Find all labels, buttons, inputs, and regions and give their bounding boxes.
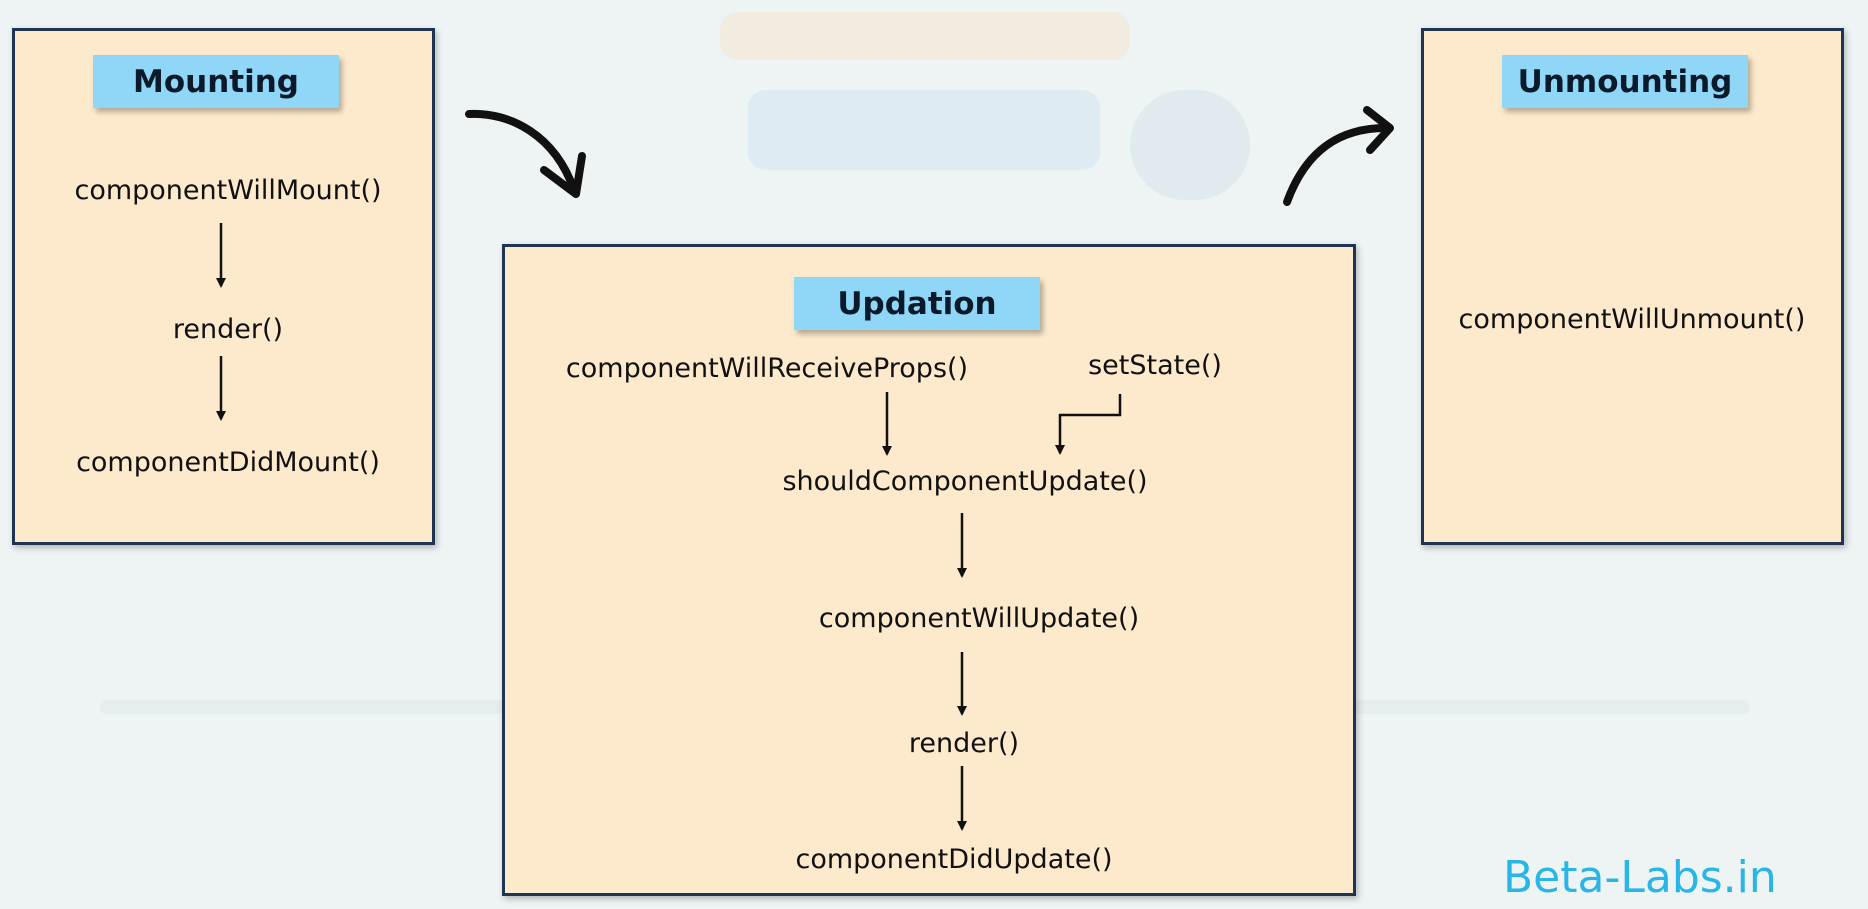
unmounting-title: Unmounting xyxy=(1502,55,1748,108)
mounting-step-render: render() xyxy=(172,314,284,345)
mounting-to-updation-arrow xyxy=(465,109,586,198)
updation-step-render: render() xyxy=(908,728,1020,759)
updation-arrow-state-to-should xyxy=(1055,394,1122,455)
updation-step-did-update: componentDidUpdate() xyxy=(795,844,1113,875)
updation-step-should-update: shouldComponentUpdate() xyxy=(782,466,1148,497)
updation-title: Updation xyxy=(794,277,1040,330)
updation-panel: Updation componentWillReceiveProps() set… xyxy=(502,244,1356,896)
updation-to-unmounting-arrow xyxy=(1283,106,1394,206)
watermark-brand: Beta-Labs.in xyxy=(1503,852,1777,903)
mounting-title: Mounting xyxy=(93,55,339,108)
mounting-step-will-mount: componentWillMount() xyxy=(74,175,382,206)
updation-step-set-state: setState() xyxy=(1088,350,1222,381)
unmounting-step-will-unmount: componentWillUnmount() xyxy=(1458,304,1806,335)
mounting-step-did-mount: componentDidMount() xyxy=(76,447,380,478)
updation-step-will-receive-props: componentWillReceiveProps() xyxy=(565,353,969,384)
updation-step-will-update: componentWillUpdate() xyxy=(818,603,1140,634)
unmounting-panel: Unmounting componentWillUnmount() xyxy=(1421,28,1844,545)
